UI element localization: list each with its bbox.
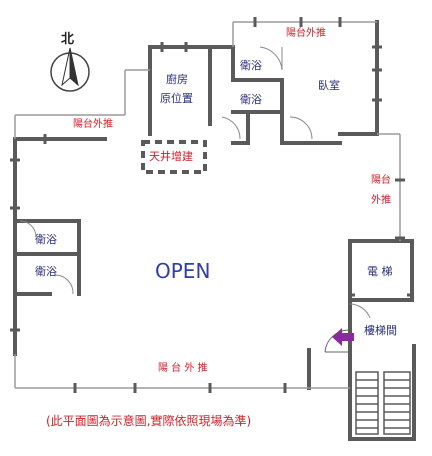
balcony-label-top-right: 陽台外推 xyxy=(286,28,326,39)
kitchen-label: 廚房 xyxy=(166,73,188,86)
balcony-lines xyxy=(14,21,401,389)
elevator-label: 電 梯 xyxy=(367,265,393,278)
north-arrow-icon xyxy=(50,47,90,92)
bath-top-1-label: 衛浴 xyxy=(240,59,262,72)
bath-top-2-label: 衛浴 xyxy=(240,93,262,106)
stairs xyxy=(355,371,411,435)
skylight-box xyxy=(141,140,207,174)
kitchen-original-label: 原位置 xyxy=(160,92,193,105)
post-marks xyxy=(10,17,405,393)
bath-left-2-label: 衛浴 xyxy=(35,265,57,278)
open-area-label: OPEN xyxy=(155,259,211,283)
stair-entry-arrow-icon xyxy=(332,328,354,346)
bedroom-label: 臥室 xyxy=(318,79,340,92)
door-swings xyxy=(19,46,371,353)
disclaimer-note: (此平面圖為示意圖,實際依照現場為準) xyxy=(46,414,252,428)
balcony-label-left: 陽台外推 xyxy=(73,119,113,130)
bath-left-1-label: 衛浴 xyxy=(35,233,57,246)
compass-label: 北 xyxy=(61,32,75,47)
balcony-label-right-line2: 外推 xyxy=(371,195,391,206)
skylight-label: 天井增建 xyxy=(149,150,193,163)
walls xyxy=(13,20,416,441)
stairwell-label: 樓梯間 xyxy=(364,324,397,337)
balcony-label-bottom: 陽 台 外 推 xyxy=(158,363,208,374)
balcony-label-right-line1: 陽台 xyxy=(371,175,391,186)
